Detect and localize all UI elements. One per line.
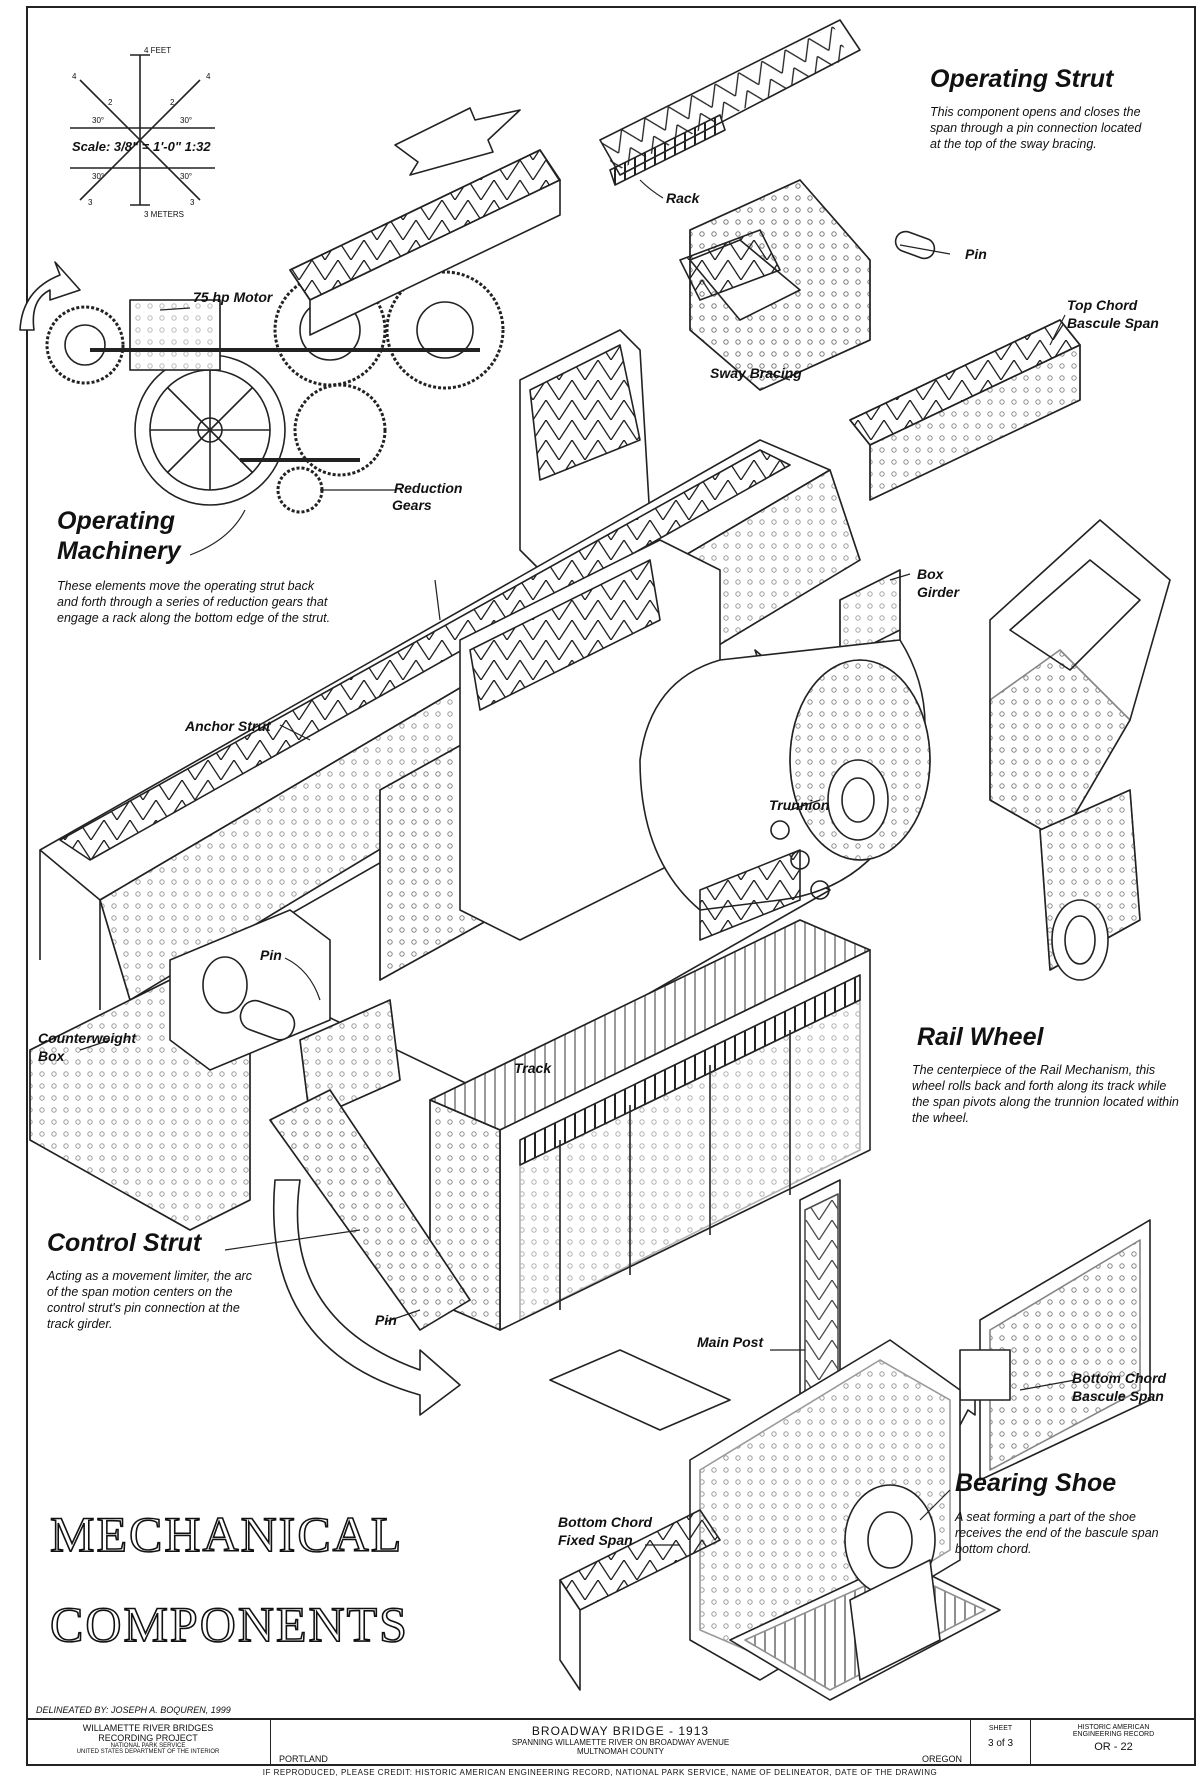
title-block-haer: HISTORIC AMERICAN ENGINEERING RECORD OR …: [1031, 1720, 1196, 1766]
track-girder-drawing: [429, 919, 871, 1331]
label-bottom-chord-fixed-line2: Fixed Span: [558, 1532, 633, 1548]
label-box-girder-line2: Girder: [917, 584, 960, 600]
project-line4: UNITED STATES DEPARTMENT OF THE INTERIOR: [76, 1749, 220, 1755]
scale-text: Scale: 3/8" = 1'-0" 1:32: [72, 139, 211, 154]
project-line3: NATIONAL PARK SERVICE: [110, 1743, 186, 1749]
label-bottom-chord-bascule-line2: Bascule Span: [1072, 1388, 1164, 1404]
bridge-spanning: SPANNING WILLAMETTE RIVER ON BROADWAY AV…: [511, 1738, 730, 1747]
operating-strut-title: Operating Strut: [930, 65, 1114, 93]
haer-number: OR - 22: [1094, 1741, 1133, 1753]
label-counterweight-line2: Box: [38, 1048, 65, 1064]
project-line1: WILLAMETTE RIVER BRIDGES: [82, 1723, 214, 1733]
drawing-sheet: [26, 6, 1196, 1766]
project-line2: RECORDING PROJECT: [98, 1733, 198, 1743]
sheet-label: SHEET: [988, 1725, 1013, 1732]
label-reduction-line2: Gears: [392, 497, 432, 513]
label-motor: 75 hp Motor: [193, 289, 273, 305]
scale-tick-4-left: 4: [72, 72, 77, 81]
label-top-chord-line2: Bascule Span: [1067, 315, 1159, 331]
label-top-chord-line1: Top Chord: [1067, 297, 1138, 313]
bridge-name: BROADWAY BRIDGE - 1913: [531, 1724, 710, 1738]
operating-machinery-title-line2: Machinery: [57, 537, 181, 565]
scale-tick-2-left: 2: [108, 98, 113, 107]
label-track: Track: [514, 1060, 552, 1076]
sheet-value: 3 of 3: [987, 1738, 1014, 1749]
operating-machinery-text: These elements move the operating strut …: [57, 579, 331, 625]
operating-machinery-title-line1: Operating: [57, 507, 176, 535]
scale-diagram: [70, 54, 215, 206]
scale-angle-left-lower: 30°: [92, 172, 105, 181]
reproduction-credit: IF REPRODUCED, PLEASE CREDIT: HISTORIC A…: [262, 1768, 938, 1777]
label-reduction-line1: Reduction: [394, 480, 463, 496]
bearing-shoe-text: A seat forming a part of the shoe receiv…: [955, 1510, 1159, 1556]
label-bottom-chord-bascule-line1: Bottom Chord: [1072, 1370, 1167, 1386]
bridge-city: PORTLAND: [279, 1754, 328, 1764]
scale-tick-3-right: 3: [190, 198, 195, 207]
bearing-shoe-title: Bearing Shoe: [955, 1469, 1117, 1497]
haer-line1: HISTORIC AMERICAN: [1077, 1724, 1150, 1731]
scale-angle-right-lower: 30°: [180, 172, 193, 181]
title-block-sheet: SHEET 3 of 3: [971, 1720, 1031, 1766]
operating-machinery-drawing: [45, 149, 561, 514]
label-sway-bracing: Sway Bracing: [710, 365, 802, 381]
rail-wheel-title: Rail Wheel: [917, 1023, 1044, 1051]
rail-wheel-drawing: [639, 639, 931, 941]
label-counterweight-line1: Counterweight: [38, 1030, 136, 1046]
operating-strut-text: This component opens and closes the span…: [930, 105, 1142, 151]
label-pin-low: Pin: [375, 1312, 397, 1328]
heading-line1: MECHANICAL: [49, 1505, 404, 1563]
scale-feet-label: 4 FEET: [144, 46, 172, 55]
bridge-county: MULTNOMAH COUNTY: [577, 1747, 664, 1756]
label-main-post: Main Post: [697, 1334, 764, 1350]
scale-tick-2-right: 2: [170, 98, 175, 107]
haer-line2: ENGINEERING RECORD: [1072, 1731, 1155, 1738]
label-rack: Rack: [666, 190, 700, 206]
label-pin-top: Pin: [965, 246, 987, 262]
scale-angle-right: 30°: [180, 116, 193, 125]
control-strut-title: Control Strut: [47, 1229, 202, 1257]
label-bottom-chord-fixed-line1: Bottom Chord: [558, 1514, 653, 1530]
label-pin-mid: Pin: [260, 947, 282, 963]
label-box-girder-line1: Box: [917, 566, 944, 582]
label-anchor-strut: Anchor Strut: [185, 718, 271, 734]
title-block: WILLAMETTE RIVER BRIDGES RECORDING PROJE…: [26, 1718, 1196, 1766]
scale-tick-3-left: 3: [88, 198, 93, 207]
scale-tick-4-right: 4: [206, 72, 211, 81]
scale-angle-left: 30°: [92, 116, 105, 125]
label-trunnion: Trunnion: [769, 797, 830, 813]
title-block-bridge: BROADWAY BRIDGE - 1913 SPANNING WILLAMET…: [271, 1720, 971, 1766]
scale-meters-label: 3 METERS: [144, 210, 185, 219]
title-block-project: WILLAMETTE RIVER BRIDGES RECORDING PROJE…: [26, 1720, 271, 1766]
bridge-state: OREGON: [921, 1754, 962, 1764]
heading-line2: COMPONENTS: [49, 1595, 409, 1653]
rail-wheel-text: The centerpiece of the Rail Mechanism, t…: [912, 1063, 1179, 1125]
control-strut-text: Acting as a movement limiter, the arc of…: [47, 1269, 252, 1331]
bearing-shoe-drawing: [549, 1339, 1001, 1701]
delineator-credit: DELINEATED BY: JOSEPH A. BOQUREN, 1999: [36, 1705, 231, 1715]
